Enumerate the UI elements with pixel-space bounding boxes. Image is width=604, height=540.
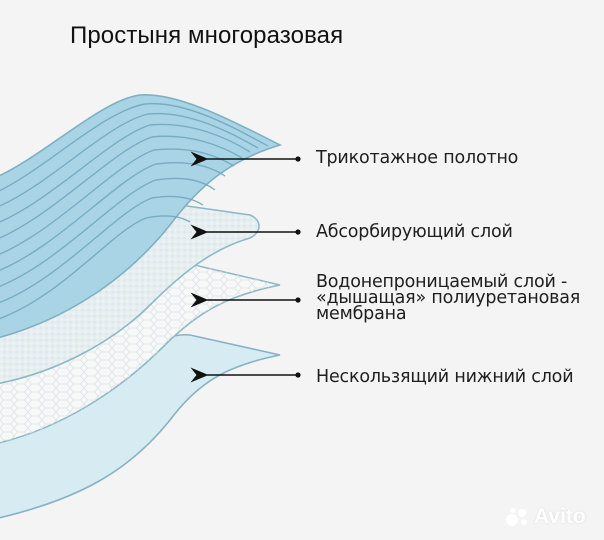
label-absorbent-layer: Абсорбирующий слой — [316, 222, 513, 242]
watermark-text: Avito — [534, 505, 586, 528]
label-line: Нескользящий нижний слой — [316, 367, 574, 387]
label-line: мембрана — [316, 304, 407, 324]
arrow-membrane — [190, 292, 301, 308]
avito-logo-icon — [506, 508, 527, 526]
page-title: Простыня многоразовая — [70, 22, 344, 49]
label-line: Водонепроницаемый слой - — [316, 272, 568, 292]
label-line: Трикотажное полотно — [316, 148, 519, 168]
watermark: Avito — [505, 505, 586, 529]
arrow-absorbent — [190, 224, 301, 240]
label-line: Абсорбирующий слой — [316, 222, 513, 242]
label-bottom-layer: Нескользящий нижний слой — [316, 367, 574, 387]
arrow-top — [190, 151, 301, 167]
label-line: «дышащая» полиуретановая — [316, 288, 581, 308]
label-top-layer: Трикотажное полотно — [316, 148, 519, 168]
top-knit-layer — [0, 94, 283, 339]
arrow-bottom — [190, 367, 301, 383]
label-membrane-layer: Водонепроницаемый слой - «дышащая» полиу… — [316, 272, 581, 324]
